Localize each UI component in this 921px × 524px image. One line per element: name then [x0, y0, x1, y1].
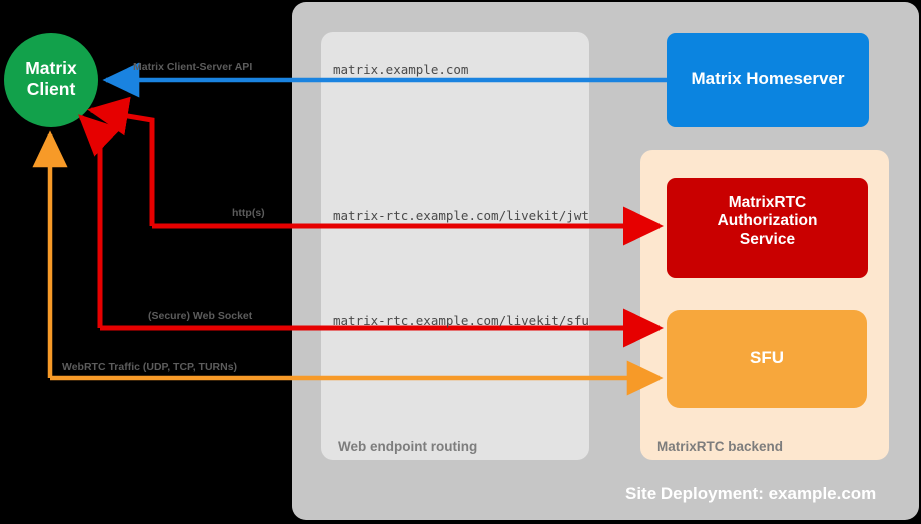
edge-livekit-sfu-return [78, 114, 122, 328]
matrix-client-label-line2: Client [26, 79, 76, 100]
endpoint-livekit-sfu: matrix-rtc.example.com/livekit/sfu [333, 313, 589, 328]
matrix-client-label-line1: Matrix [25, 58, 77, 78]
edge-label-client-server-api: Matrix Client-Server API [133, 61, 253, 73]
edge-label-webrtc-traffic: WebRTC Traffic (UDP, TCP, TURNs) [62, 361, 238, 373]
matrix-client-circle [4, 33, 98, 127]
edge-label-http-s: http(s) [232, 207, 265, 219]
edge-livekit-jwt-return [87, 96, 155, 226]
matrixrtc-authorization-service-box [667, 178, 868, 278]
web-endpoint-routing-panel [321, 32, 589, 460]
sfu-box [667, 310, 867, 408]
endpoint-livekit-jwt: matrix-rtc.example.com/livekit/jwt [333, 208, 589, 223]
endpoint-matrix-example-com: matrix.example.com [333, 62, 469, 77]
matrix-client-label: Matrix Client [5, 58, 97, 101]
matrixrtc-backend-label: MatrixRTC backend [657, 439, 784, 454]
web-endpoint-routing-label: Web endpoint routing [338, 439, 478, 454]
site-deployment-label: Site Deployment: example.com [625, 484, 877, 503]
edge-label-secure-web-socket: (Secure) Web Socket [148, 310, 253, 322]
matrix-homeserver-box [667, 33, 869, 127]
